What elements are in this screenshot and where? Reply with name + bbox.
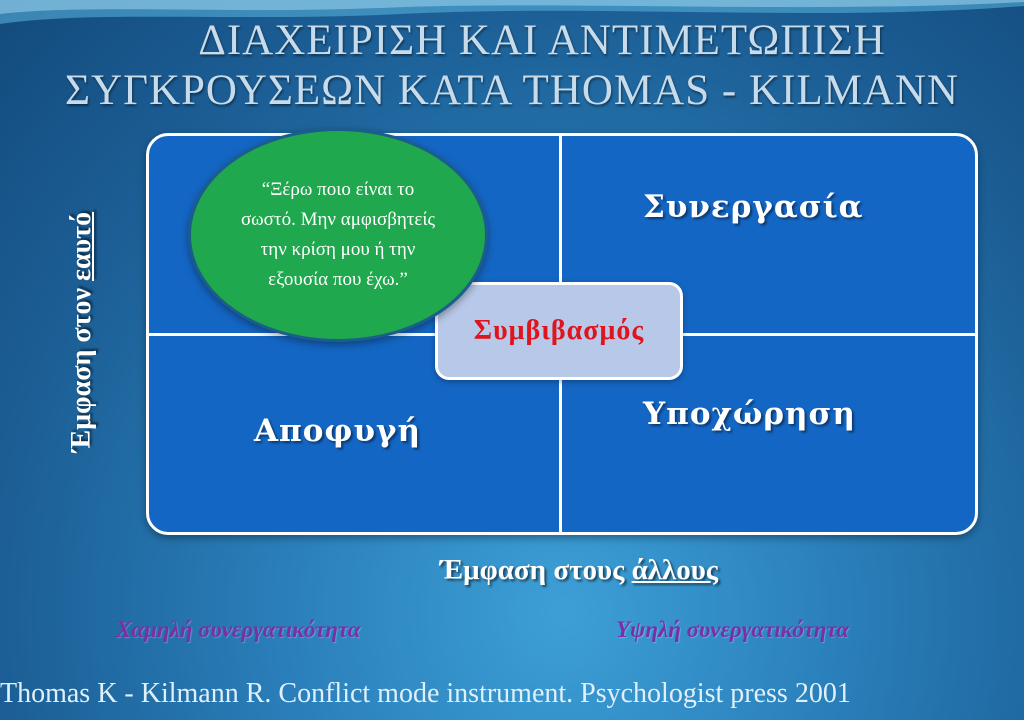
low-cooperation-label: Χαμηλή συνεργατικότητα	[116, 617, 361, 642]
high-cooperation-label: Υψηλή συνεργατικότητα	[616, 617, 850, 642]
competition-quote-text: “Ξέρω ποιο είναι το σωστό. Μην αμφισβητε…	[240, 179, 436, 290]
quadrant-avoidance-label: Αποφυγή	[254, 413, 421, 449]
title-line-1: ΔΙΑΧΕΙΡΙΣΗ ΚΑΙ ΑΝΤΙΜΕΤΩΠΙΣΗ	[198, 17, 886, 64]
y-axis-label-underlined: εαυτό	[66, 211, 97, 281]
compromise-label: Συμβιβασμός	[473, 315, 645, 346]
quadrant-accommodation-label: Υποχώρηση	[643, 396, 856, 432]
competition-quote-bubble: “Ξέρω ποιο είναι το σωστό. Μην αμφισβητε…	[188, 128, 488, 342]
x-axis-label: Έμφαση στους άλλους	[440, 554, 718, 587]
citation-footer: Thomas K - Kilmann R. Conflict mode inst…	[0, 678, 851, 709]
y-axis-label: Έμφαση στον εαυτό	[66, 212, 98, 452]
x-axis-label-underlined: άλλους	[631, 554, 719, 586]
compromise-box: Συμβιβασμός	[435, 282, 683, 380]
header-wave-decoration	[0, 0, 1024, 24]
x-axis-label-prefix: Έμφαση στους	[440, 554, 632, 586]
title-line-2: ΣΥΓΚΡΟΥΣΕΩΝ ΚΑΤΑ THOMAS - KILMANN	[65, 67, 959, 114]
quadrant-collaboration-label: Συνεργασία	[643, 189, 864, 225]
y-axis-label-prefix: Έμφαση στον	[66, 280, 97, 453]
